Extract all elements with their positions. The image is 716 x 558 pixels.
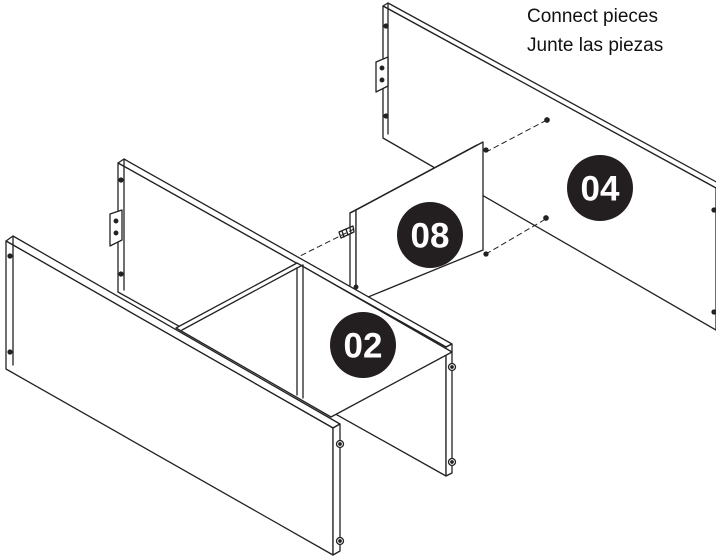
panel-front — [5, 235, 345, 556]
badge-08-label: 08 — [411, 217, 450, 256]
hinge-04 — [375, 56, 389, 93]
panel-04 — [375, 2, 716, 331]
badge-02: 02 — [330, 312, 396, 378]
instruction-english: Connect pieces — [527, 6, 658, 27]
badge-08: 08 — [397, 202, 463, 268]
badge-04-label: 04 — [581, 170, 620, 209]
bottom-shelf — [175, 262, 453, 418]
badge-04: 04 — [567, 155, 633, 221]
hinge-02 — [109, 209, 123, 247]
badge-02-label: 02 — [344, 327, 383, 366]
connection-lines — [295, 120, 546, 259]
instruction-spanish: Junte las piezas — [527, 35, 664, 56]
